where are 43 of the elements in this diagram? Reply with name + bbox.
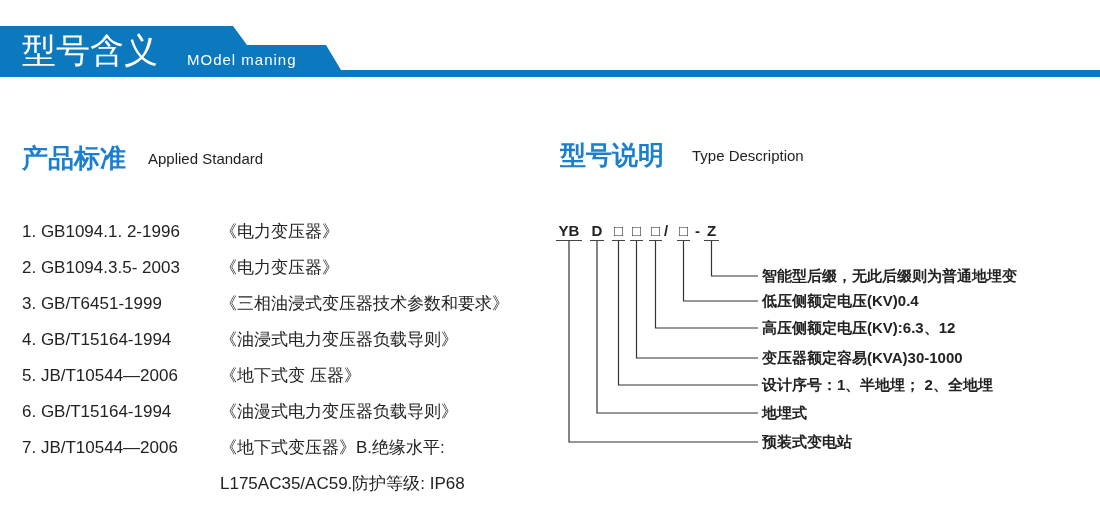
code-description: 地埋式 [758,403,807,423]
model-code-part: Z [704,222,719,241]
standard-title: 《油漫式电力变压器负载导则》 [220,401,458,423]
leader-line [710,240,759,277]
model-code-part: D [590,222,604,241]
code-description: 变压器额定容易(KVA)30-1000 [758,348,963,368]
section-heading: 型号说明 [560,139,664,171]
leader-line [682,240,759,302]
code-separator: / [664,222,669,240]
leader-line [596,240,759,414]
leader-line [635,240,759,359]
model-code-part: □ [649,222,662,241]
standard-title: 《电力变压器》 [220,257,339,279]
leader-line [654,240,759,329]
standard-number: 7. JB/T10544—2006 [22,437,178,459]
standard-number: 5. JB/T10544—2006 [22,365,178,387]
standard-number: 6. GB/T15164-1994 [22,401,172,423]
standard-title: 《电力变压器》 [220,221,339,243]
model-code-part: □ [612,222,625,241]
section-subheading: Applied Standard [148,149,264,169]
standard-title: 《油浸式电力变压器负载导则》 [220,329,458,351]
standard-title: 《地下式变压器》B.绝缘水平: L175AC35/AC59.防护等级: IP68 [220,437,466,495]
standard-number: 4. GB/T15164-1994 [22,329,172,351]
leader-line [617,240,759,386]
standard-number: 3. GB/T6451-1999 [22,293,162,315]
code-description: 低压侧额定电压(KV)0.4 [758,291,919,311]
standard-title: 《地下式变 压器》 [220,365,361,387]
code-description: 高压侧额定电压(KV):6.3、12 [758,318,956,338]
code-separator: - [695,222,700,240]
section-heading: 产品标准 [22,142,126,174]
code-description: 智能型后缀，无此后缀则为普通地埋变 [758,266,1017,286]
model-code-part: YB [556,222,582,241]
model-code-part: □ [677,222,690,241]
leader-line [568,240,759,443]
banner-subtitle: MOdel maning [187,51,297,69]
section-subheading: Type Description [692,146,804,166]
code-description: 设计序号：1、半地埋； 2、全地埋 [758,375,993,395]
banner-title: 型号含义 [22,30,158,70]
standard-title: 《三相油浸式变压器技术参数和要求》 [220,293,509,315]
code-description: 预装式变电站 [758,432,852,452]
model-code-part: □ [630,222,643,241]
standard-number: 1. GB1094.1. 2-1996 [22,221,180,243]
standard-number: 2. GB1094.3.5- 2003 [22,257,180,279]
